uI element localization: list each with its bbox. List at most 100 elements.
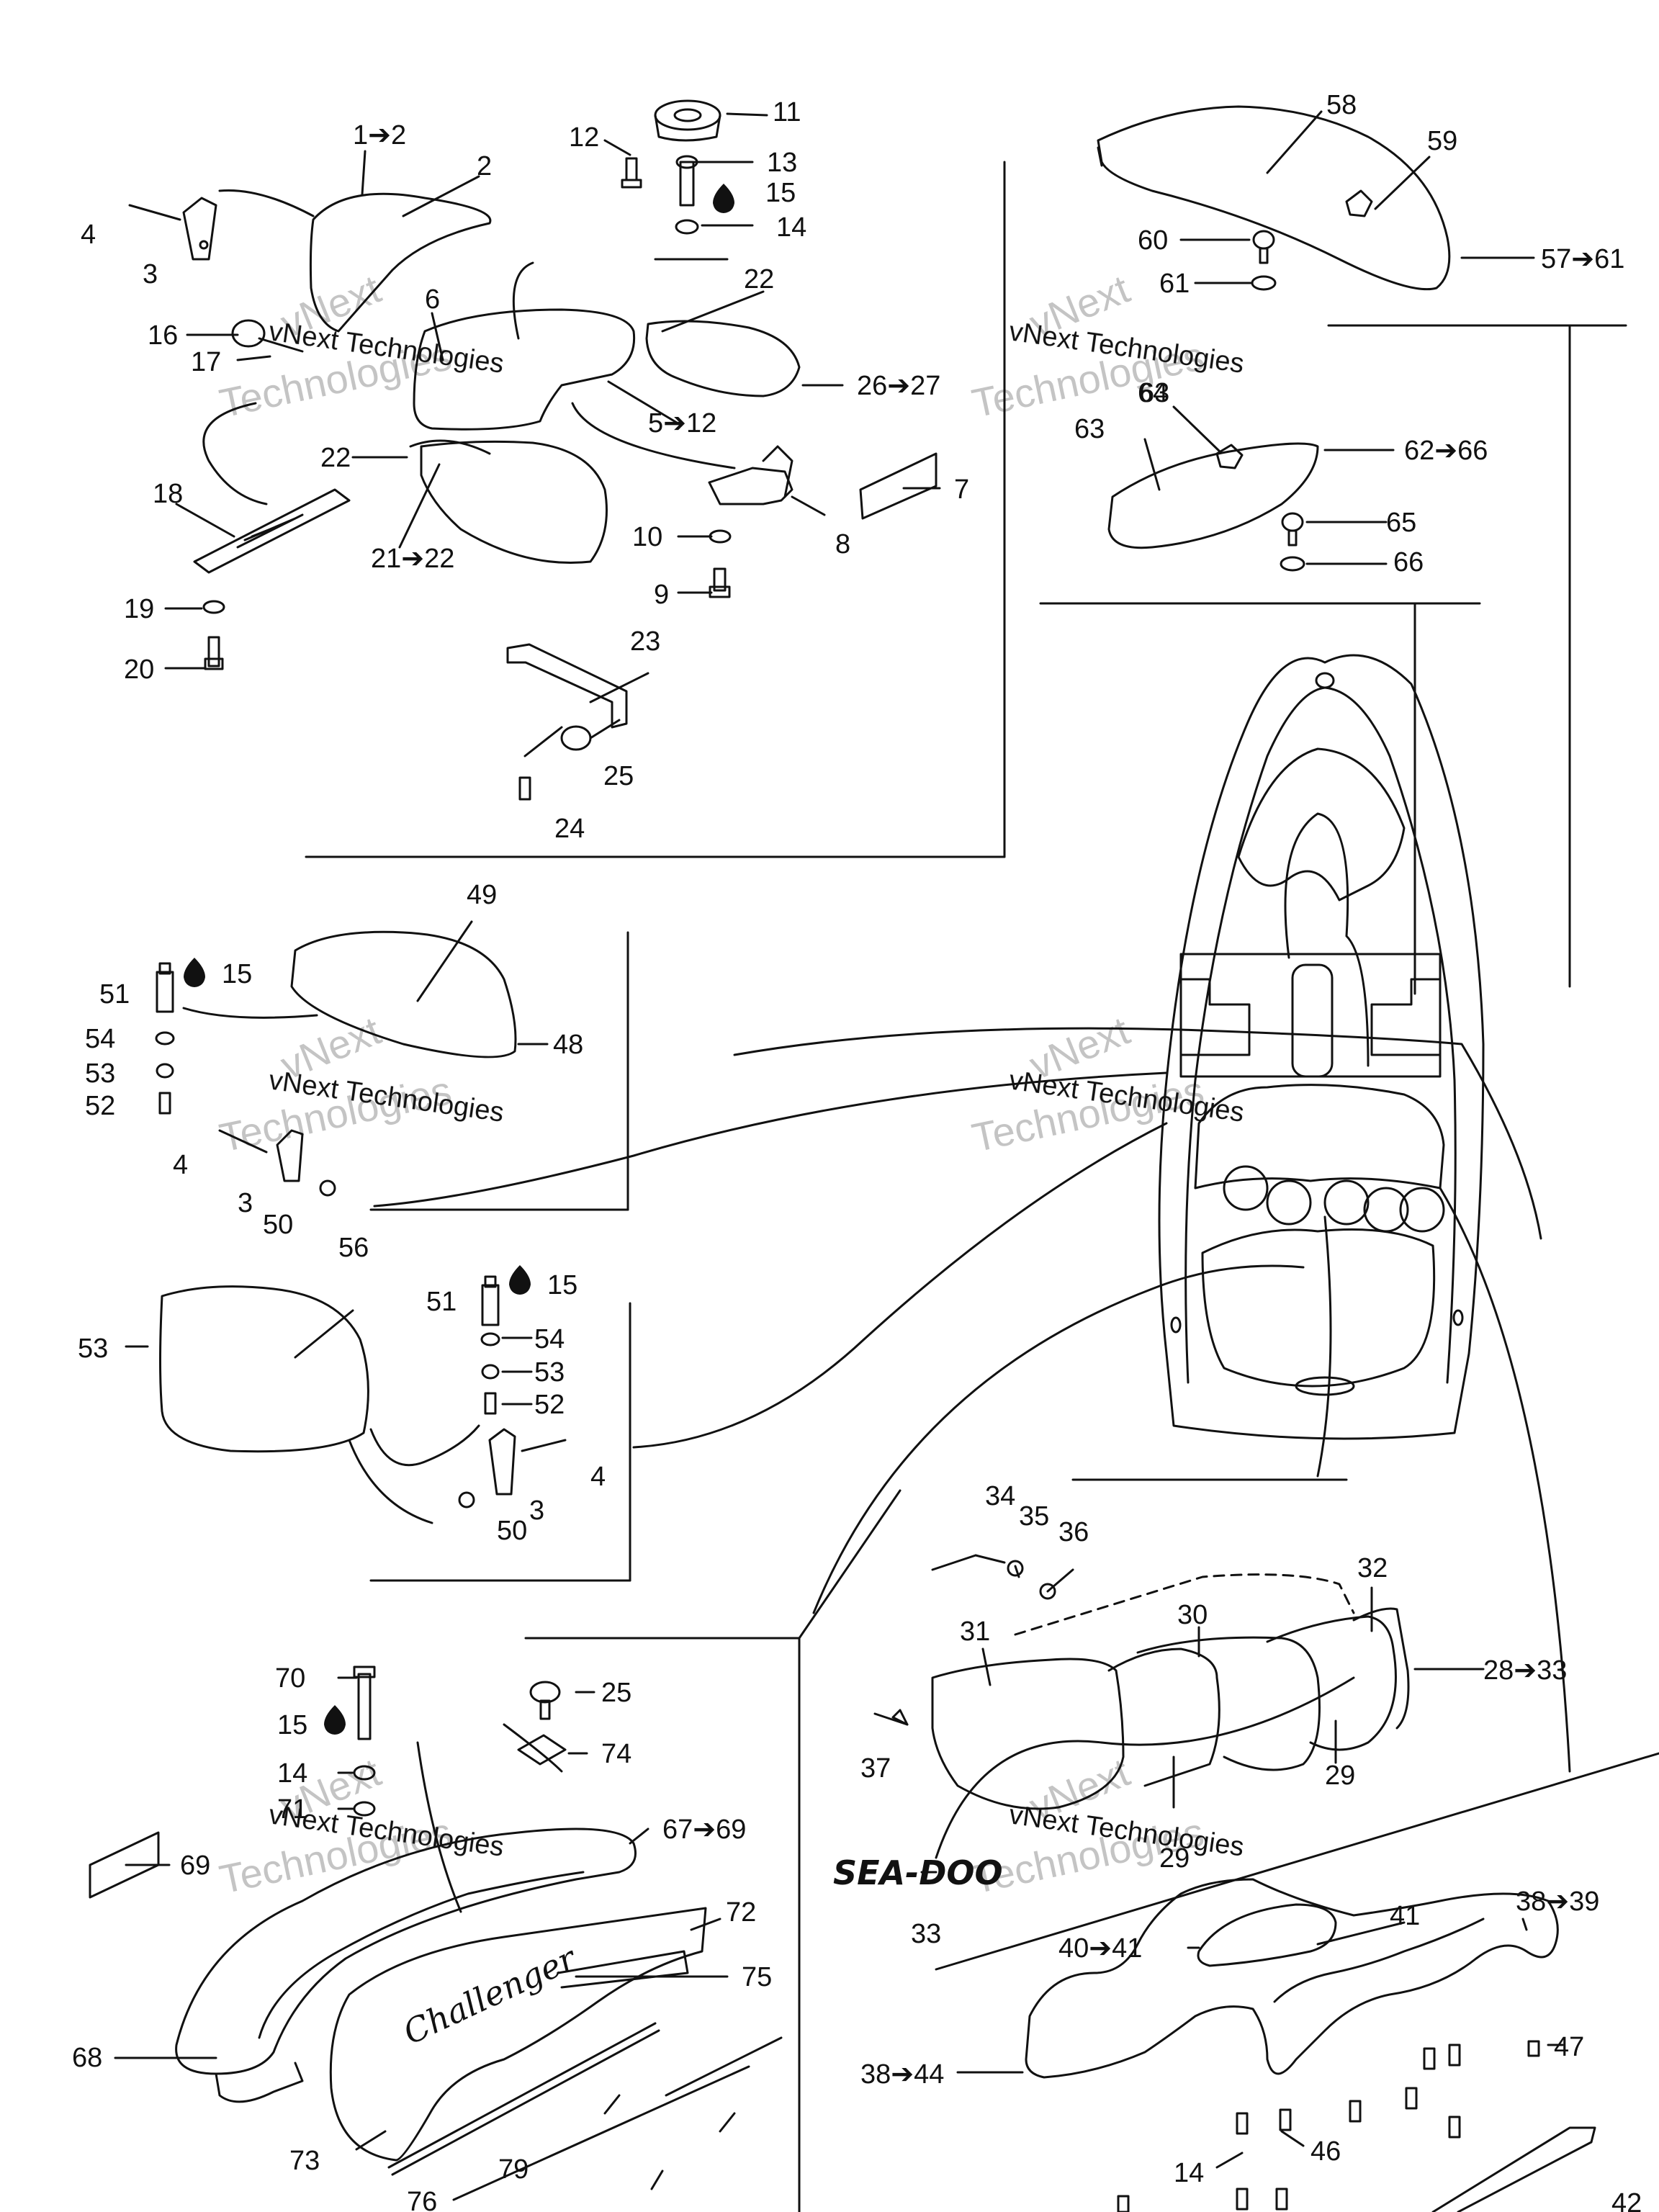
part-label: 59 <box>1427 126 1457 156</box>
emblem-part-64 <box>1215 444 1244 469</box>
side-panel-part-73 <box>329 1907 707 2162</box>
washer-part-50-a <box>319 1179 336 1197</box>
part-label: 57➔61 <box>1541 244 1624 274</box>
part-label: 10 <box>632 522 662 552</box>
part-label: 21➔22 <box>371 544 454 574</box>
washer-part-54-a <box>155 1031 175 1046</box>
part-label: 60 <box>1138 225 1168 256</box>
fastener-part-34-36 <box>974 1554 1056 1600</box>
section-dividers <box>305 161 1659 2212</box>
part-label: 33 <box>911 1919 941 1949</box>
push-rivet-part-25-top <box>560 719 621 751</box>
part-label: 20 <box>124 655 154 685</box>
nut-part-53-a <box>156 1063 174 1079</box>
screw-part-24 <box>518 726 563 801</box>
part-label: 69 <box>180 1851 210 1881</box>
svg-text:SEA-DOO: SEA-DOO <box>833 1853 1003 1892</box>
part-label: 42 <box>1611 2188 1642 2212</box>
part-label: 76 <box>407 2187 437 2212</box>
part-label: 52 <box>534 1390 565 1420</box>
part-label: 34 <box>985 1481 1015 1511</box>
emblem-part-59 <box>1345 189 1373 217</box>
part-label: 4 <box>173 1150 188 1180</box>
part-label: 56 <box>338 1233 369 1263</box>
rivet-part-60 <box>1252 230 1275 264</box>
part-label: 14 <box>1174 2158 1204 2188</box>
part-label: 3 <box>143 259 158 289</box>
part-labels: 1➔2 2 4 3 16 17 6 22 26➔27 5➔12 22 21➔22… <box>72 90 1642 2212</box>
part-label: 37 <box>860 1753 891 1784</box>
seat-part-48 <box>290 930 517 1058</box>
part-label: 17 <box>191 347 221 377</box>
part-label: 15 <box>547 1270 577 1300</box>
washer-part-19 <box>202 600 225 614</box>
part-label: 24 <box>554 814 585 844</box>
part-label: 14 <box>776 212 806 243</box>
part-label: 25 <box>603 761 634 791</box>
part-label: 8 <box>835 529 850 559</box>
part-label: 51 <box>426 1287 457 1317</box>
part-label: 79 <box>498 2154 529 2185</box>
part-label: 51 <box>99 979 130 1010</box>
part-label: 73 <box>289 2146 320 2176</box>
part-label: 53 <box>85 1058 115 1089</box>
part-label: 25 <box>601 1678 631 1708</box>
part-label: 64 <box>1138 378 1168 408</box>
part-label: 3 <box>238 1188 253 1218</box>
side-pad-part-22-top <box>645 320 801 397</box>
bracket-part-3 <box>128 197 217 261</box>
drop-icon <box>184 958 205 987</box>
drop-icon <box>713 184 734 213</box>
washer-part-66 <box>1280 556 1305 572</box>
washer-part-14-b <box>353 1765 376 1781</box>
pad-part-41 <box>1197 1903 1337 1967</box>
bolt-part-13 <box>675 155 698 207</box>
part-label: 52 <box>85 1091 115 1121</box>
part-label: 50 <box>263 1210 293 1240</box>
part-label: 9 <box>654 580 669 610</box>
part-label: 62➔66 <box>1404 436 1488 466</box>
part-label: 40➔41 <box>1058 1933 1142 1964</box>
clip-part-74 <box>517 1734 567 1766</box>
part-label: 30 <box>1177 1600 1208 1630</box>
part-label: 58 <box>1326 90 1357 120</box>
part-label: 11 <box>773 97 801 127</box>
standoff-part-51-b <box>481 1275 500 1326</box>
part-label: 54 <box>85 1024 115 1054</box>
part-label: 65 <box>1386 508 1416 538</box>
seat-cover-part-28 <box>931 1573 1410 1859</box>
part-label: 6 <box>425 284 440 315</box>
part-label: 53 <box>534 1357 565 1388</box>
part-label: 29 <box>1159 1843 1190 1874</box>
part-label: 15 <box>277 1710 307 1740</box>
trim-part-76 <box>387 2022 783 2201</box>
part-label: 22 <box>320 443 351 473</box>
stud-part-52-b <box>484 1392 497 1415</box>
part-label: 71 <box>277 1794 307 1825</box>
part-label: 36 <box>1058 1517 1089 1547</box>
bolt-part-12 <box>621 157 642 189</box>
nut-plate-part-18 <box>193 488 351 574</box>
part-label: 47 <box>1554 2032 1584 2062</box>
part-label: 2 <box>477 151 492 181</box>
drop-icon <box>509 1265 531 1295</box>
part-label: 15 <box>765 178 796 208</box>
bolt-part-9 <box>709 567 731 598</box>
bracket-part-8 <box>708 445 793 505</box>
part-label: 66 <box>1393 547 1424 577</box>
strap-part-42 <box>1431 2126 1596 2212</box>
label-leader-lines <box>114 110 1564 2169</box>
bracket-part-3-b <box>218 1129 304 1182</box>
part-label: 3 <box>529 1496 544 1526</box>
bolt-part-20 <box>204 636 224 670</box>
part-label: 13 <box>767 148 797 178</box>
part-label: 28➔33 <box>1483 1655 1567 1686</box>
part-label: 63 <box>1139 378 1169 408</box>
part-label: 38➔44 <box>860 2059 944 2090</box>
handle-part-11 <box>654 99 721 142</box>
washer-part-50-b <box>458 1491 475 1509</box>
washer-part-14-top <box>675 219 699 235</box>
part-label: 75 <box>742 1962 772 1992</box>
part-label: 5➔12 <box>648 408 716 439</box>
